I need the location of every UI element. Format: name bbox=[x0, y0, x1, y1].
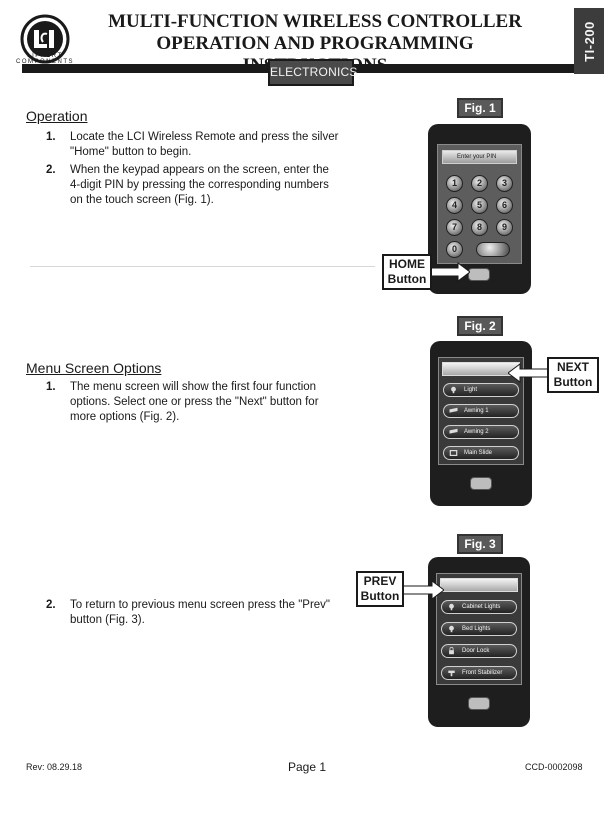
key-7[interactable]: 7 bbox=[446, 219, 463, 236]
menu-item-label: Bed Lights bbox=[462, 626, 491, 632]
lippert-logo bbox=[20, 14, 70, 64]
step-text-line: When the keypad appears on the screen, e… bbox=[70, 164, 329, 176]
callout-line: Button bbox=[387, 272, 427, 286]
logo-text: LIPPERT COMPONENTS bbox=[15, 53, 74, 65]
menu-item-label: Main Slide bbox=[464, 450, 493, 456]
menu-options-heading: Menu Screen Options bbox=[26, 360, 162, 376]
step-number: 1. bbox=[46, 381, 56, 393]
lightbulb-icon bbox=[451, 386, 456, 394]
next-arrow-icon bbox=[508, 363, 548, 383]
awning-icon bbox=[449, 407, 458, 413]
enter-key[interactable] bbox=[476, 242, 510, 257]
revision-date: Rev: 08.29.18 bbox=[26, 762, 83, 772]
key-8[interactable]: 8 bbox=[471, 219, 488, 236]
fig2-screen: Light Awning 1 Awning 2 Main Slide bbox=[438, 357, 524, 465]
document-code: CCD-0002098 bbox=[525, 762, 583, 772]
key-4[interactable]: 4 bbox=[446, 197, 463, 214]
operation-step-2: 2. When the keypad appears on the screen… bbox=[46, 163, 366, 209]
menu-item-label: Awning 2 bbox=[464, 429, 489, 435]
menu-item-light[interactable]: Light bbox=[443, 383, 519, 397]
fig3-remote: Cabinet Lights Bed Lights Door Lock Fron… bbox=[428, 557, 530, 727]
step-text-line: on the touch screen (Fig. 1). bbox=[70, 194, 214, 206]
key-0[interactable]: 0 bbox=[446, 241, 463, 258]
menu-item-main-slide[interactable]: Main Slide bbox=[443, 446, 519, 460]
key-6[interactable]: 6 bbox=[496, 197, 513, 214]
slide-icon bbox=[449, 450, 458, 456]
key-1[interactable]: 1 bbox=[446, 175, 463, 192]
stabilizer-icon bbox=[448, 670, 455, 677]
category-tab: ELECTRONICS bbox=[268, 59, 357, 86]
home-button[interactable] bbox=[468, 697, 490, 710]
home-button-callout: HOME Button bbox=[382, 254, 432, 290]
menu-step-1: 1. The menu screen will show the first f… bbox=[46, 380, 366, 426]
key-9[interactable]: 9 bbox=[496, 219, 513, 236]
key-5[interactable]: 5 bbox=[471, 197, 488, 214]
menu-item-label: Light bbox=[464, 387, 478, 393]
menu-item-label: Front Stabilizer bbox=[462, 670, 503, 676]
step-number: 2. bbox=[46, 599, 56, 611]
callout-line: PREV bbox=[363, 574, 397, 588]
key-3[interactable]: 3 bbox=[496, 175, 513, 192]
next-button-callout: NEXT Button bbox=[547, 357, 599, 393]
step-text-line: button (Fig. 3). bbox=[70, 614, 145, 626]
section-divider bbox=[30, 266, 375, 267]
lock-icon bbox=[449, 647, 454, 655]
menu-item-label: Door Lock bbox=[462, 648, 490, 654]
home-button[interactable] bbox=[470, 477, 492, 490]
menu-item-cabinet-lights[interactable]: Cabinet Lights bbox=[441, 600, 517, 614]
menu-item-label: Cabinet Lights bbox=[462, 604, 501, 610]
step-text-line: The menu screen will show the first four… bbox=[70, 381, 317, 393]
fig2-label: Fig. 2 bbox=[457, 316, 503, 336]
step-text-line: more options (Fig. 2). bbox=[70, 411, 180, 423]
page-number: Page 1 bbox=[288, 760, 327, 774]
doc-code-tab: TI-200 bbox=[574, 8, 604, 74]
menu-item-label: Awning 1 bbox=[464, 408, 489, 414]
fig1-label: Fig. 1 bbox=[457, 98, 503, 118]
menu-step-2: 2. To return to previous menu screen pre… bbox=[46, 598, 366, 630]
callout-line: NEXT bbox=[556, 360, 589, 374]
step-text-line: 4-digit PIN by pressing the correspondin… bbox=[70, 179, 329, 191]
step-text-line: Locate the LCI Wireless Remote and press… bbox=[70, 131, 339, 143]
step-number: 2. bbox=[46, 164, 56, 176]
prev-button-callout: PREV Button bbox=[356, 571, 404, 607]
prev-bar bbox=[440, 578, 518, 592]
awning-icon bbox=[449, 428, 458, 434]
step-text-line: "Home" button to begin. bbox=[70, 146, 192, 158]
menu-item-front-stabilizer[interactable]: Front Stabilizer bbox=[441, 666, 517, 680]
menu-item-awning-2[interactable]: Awning 2 bbox=[443, 425, 519, 439]
callout-line: Button bbox=[553, 375, 593, 389]
step-number: 1. bbox=[46, 131, 56, 143]
menu-item-door-lock[interactable]: Door Lock bbox=[441, 644, 517, 658]
pin-prompt: Enter your PIN bbox=[442, 150, 517, 164]
prev-arrow-icon bbox=[402, 580, 444, 600]
home-button[interactable] bbox=[468, 268, 490, 281]
key-2[interactable]: 2 bbox=[471, 175, 488, 192]
title-line-1: MULTI-FUNCTION WIRELESS CONTROLLER bbox=[108, 11, 522, 32]
home-arrow-icon bbox=[430, 262, 470, 282]
fig3-label: Fig. 3 bbox=[457, 534, 503, 554]
operation-heading: Operation bbox=[26, 108, 88, 124]
fig1-screen: Enter your PIN 1 2 3 4 5 6 7 8 9 0 bbox=[437, 144, 522, 264]
callout-line: HOME bbox=[389, 257, 425, 271]
callout-line: Button bbox=[360, 589, 400, 603]
menu-item-bed-lights[interactable]: Bed Lights bbox=[441, 622, 517, 636]
fig3-screen: Cabinet Lights Bed Lights Door Lock Fron… bbox=[436, 573, 522, 685]
menu-item-awning-1[interactable]: Awning 1 bbox=[443, 404, 519, 418]
step-text-line: options. Select one or press the "Next" … bbox=[70, 396, 319, 408]
lightbulb-icon bbox=[449, 625, 454, 633]
doc-code: TI-200 bbox=[581, 20, 597, 62]
lightbulb-icon bbox=[449, 603, 454, 611]
step-text-line: To return to previous menu screen press … bbox=[70, 599, 331, 611]
fig1-remote: Enter your PIN 1 2 3 4 5 6 7 8 9 0 bbox=[428, 124, 531, 294]
operation-step-1: 1. Locate the LCI Wireless Remote and pr… bbox=[46, 130, 366, 162]
